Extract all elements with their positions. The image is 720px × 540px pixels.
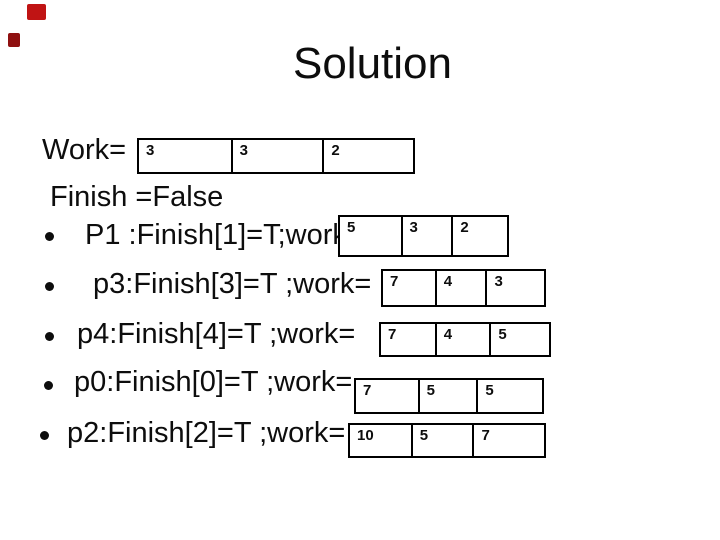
table-cell: 7 bbox=[363, 382, 372, 399]
work-after-p2-table: 10 5 7 bbox=[348, 423, 546, 458]
work-initial-table: 3 3 2 bbox=[137, 138, 415, 174]
p0-step-label: p0:Finish[0]=T ;work= bbox=[74, 366, 353, 398]
table-cell: 5 bbox=[476, 380, 542, 412]
table-cell: 5 bbox=[489, 324, 549, 355]
table-cell: 7 bbox=[388, 326, 397, 343]
work-after-p3-table: 7 4 3 bbox=[381, 269, 546, 307]
p2-step-label: p2:Finish[2]=T ;work= bbox=[67, 417, 346, 449]
p3-step-label: p3:Finish[3]=T ;work= bbox=[93, 268, 372, 300]
p4-step-label: p4:Finish[4]=T ;work= bbox=[77, 318, 356, 350]
red-square-decoration-large bbox=[27, 4, 46, 20]
table-cell: 7 bbox=[472, 425, 544, 456]
bullet-icon bbox=[45, 232, 54, 241]
table-cell: 3 bbox=[230, 140, 323, 172]
work-label: Work= bbox=[42, 134, 127, 166]
bullet-icon bbox=[44, 381, 53, 390]
table-cell: 2 bbox=[451, 217, 507, 255]
table-cell: 5 bbox=[417, 380, 477, 412]
bullet-icon bbox=[45, 332, 54, 341]
finish-false-label: Finish =False bbox=[50, 181, 224, 213]
table-cell: 2 bbox=[322, 140, 413, 172]
table-cell: 3 bbox=[146, 142, 155, 159]
table-cell: 10 bbox=[357, 427, 374, 444]
red-square-decoration-small bbox=[8, 33, 20, 47]
bullet-icon bbox=[40, 431, 49, 440]
table-cell: 5 bbox=[410, 425, 473, 456]
work-after-p4-table: 7 4 5 bbox=[379, 322, 551, 357]
table-cell: 3 bbox=[485, 271, 544, 305]
table-cell: 4 bbox=[434, 271, 486, 305]
bullet-icon bbox=[45, 282, 54, 291]
slide-title: Solution bbox=[292, 39, 452, 88]
table-cell: 4 bbox=[434, 324, 490, 355]
work-after-p1-table: 5 3 2 bbox=[338, 215, 509, 257]
table-cell: 3 bbox=[400, 217, 452, 255]
table-cell: 5 bbox=[347, 219, 356, 236]
p1-step-label: P1 :Finish[1]=T;work bbox=[85, 219, 347, 251]
work-after-p0-table: 7 5 5 bbox=[354, 378, 544, 414]
table-cell: 7 bbox=[390, 273, 399, 290]
